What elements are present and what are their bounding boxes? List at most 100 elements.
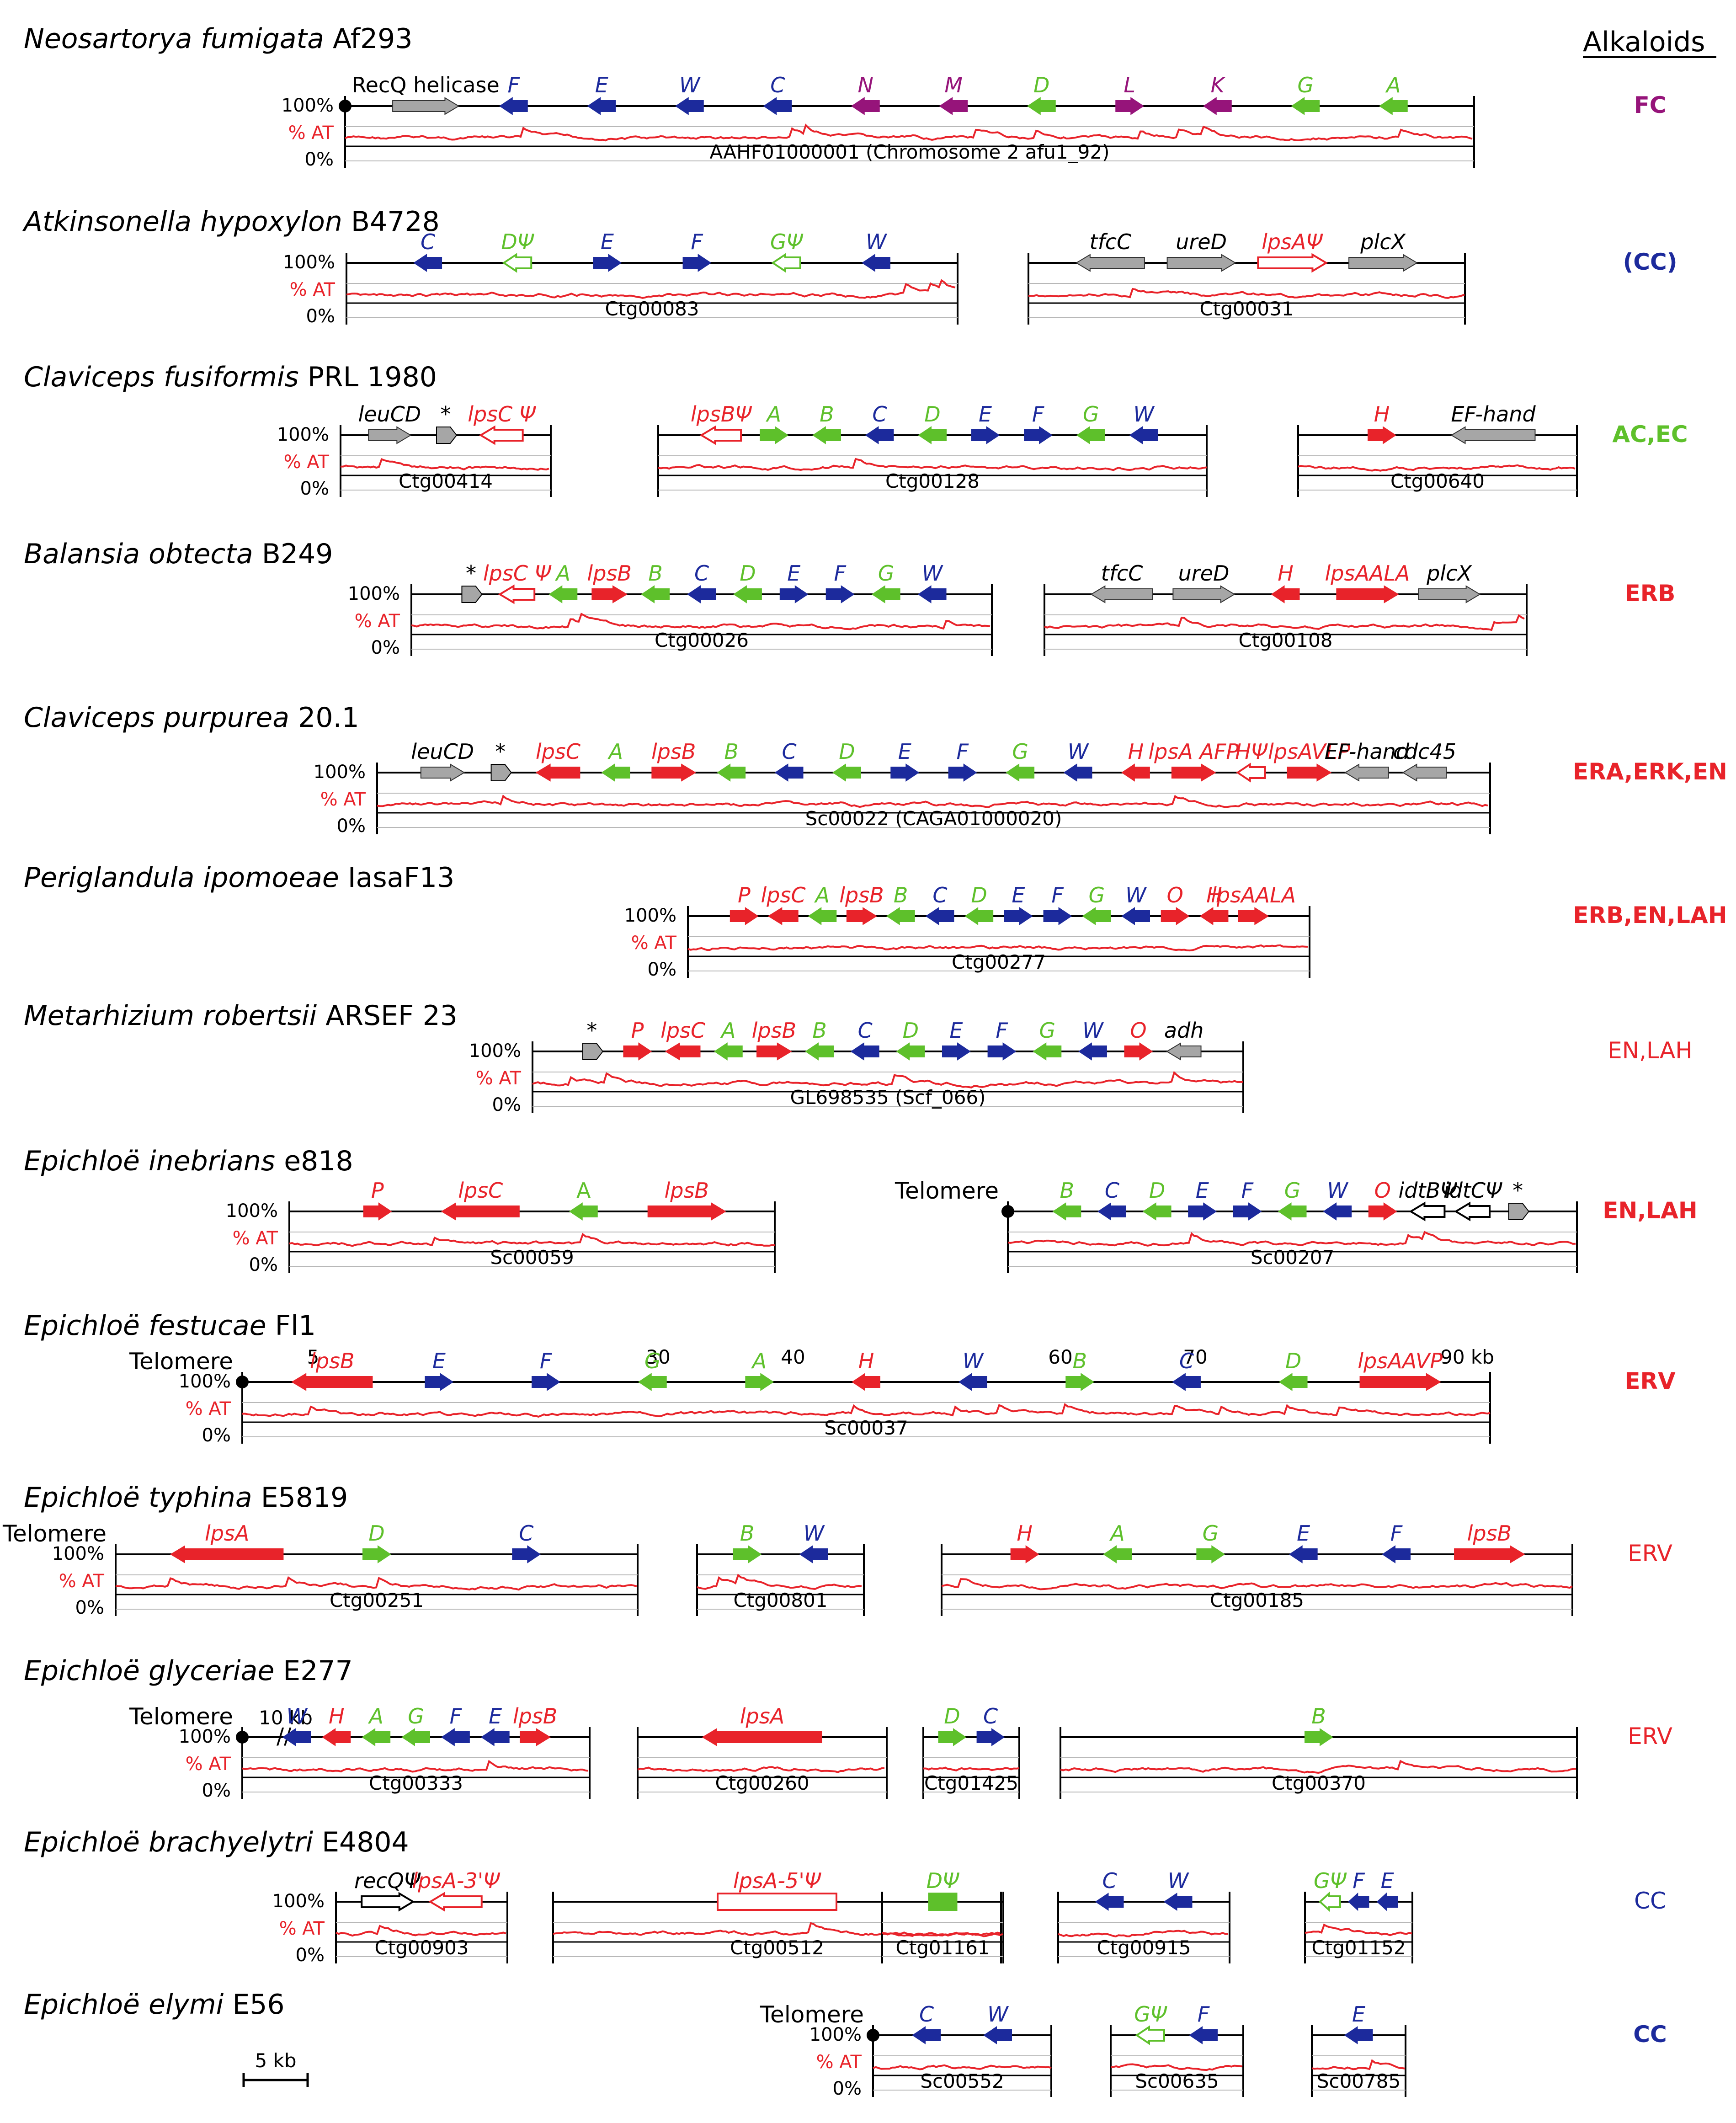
alkaloids-value: (CC) <box>1623 249 1677 275</box>
gene-b: B <box>641 561 670 603</box>
gene-arrow <box>1376 1892 1398 1911</box>
gene-arrow <box>499 97 528 115</box>
gene-arrow <box>918 426 947 444</box>
gene-label: D <box>971 883 987 907</box>
at-trace <box>923 1766 1020 1771</box>
gene-ured: ureD <box>1172 561 1235 603</box>
axis-label-0: 0% <box>75 1597 104 1618</box>
gene-h: H <box>1368 402 1396 444</box>
gene-lpsc: lpsC <box>761 883 806 925</box>
gene-label: F <box>450 1704 462 1728</box>
gene-e: E <box>425 1349 454 1391</box>
gene-label: D <box>1033 73 1049 97</box>
gene-c: C <box>763 73 792 115</box>
contig-name: Ctg00414 <box>399 470 493 492</box>
gene-w: W <box>675 73 704 115</box>
contig-name: Ctg00083 <box>605 298 699 320</box>
gene-arrow <box>702 1728 822 1746</box>
gene-arrow <box>1189 2026 1218 2044</box>
gene-arrow <box>1004 907 1033 925</box>
gene-lpsa-afp: lpsA AFP <box>1148 739 1239 782</box>
gene-lpsc: lpsC Ψ <box>483 561 552 604</box>
axis-label-0: 0% <box>648 959 676 980</box>
species-title: Epichloë brachyelytri E4804 <box>24 1826 409 1858</box>
contig-name: GL698535 (Scf_066) <box>790 1086 985 1109</box>
alkaloids-value: ERB,EN,LAH <box>1573 902 1727 928</box>
gene-arrow <box>1121 907 1150 925</box>
gene-label: W <box>1125 883 1147 907</box>
gene-label: lpsC <box>458 1178 503 1203</box>
gene-arrow <box>714 1042 743 1061</box>
gene-arrow <box>1348 1892 1369 1911</box>
gene-arrow <box>1161 907 1190 925</box>
gene-label: O <box>1167 883 1183 907</box>
gene-arrow <box>428 1892 483 1912</box>
gene-c: C <box>865 402 894 444</box>
gene-f: F <box>987 1018 1017 1061</box>
gene-arrow <box>461 586 483 603</box>
gene-label: E <box>979 402 992 427</box>
gene-arrow <box>896 1042 925 1061</box>
gene-label: E <box>1297 1521 1310 1546</box>
gene-label: B <box>740 1521 755 1546</box>
gene-arrow <box>1097 1202 1126 1221</box>
gene-label: W <box>922 561 943 586</box>
gene-tfcc: tfcC <box>1075 229 1145 272</box>
gene-arrow <box>1271 585 1300 603</box>
gene-arrow <box>1188 1202 1217 1221</box>
at-trace <box>687 944 1308 952</box>
gene-label: E <box>949 1018 963 1043</box>
gene-arrow <box>958 1373 987 1391</box>
gene-arrow <box>948 763 977 782</box>
gene-label: leuCD <box>411 739 474 764</box>
axis-label-100: 100% <box>179 1371 231 1392</box>
axis-label-0: 0% <box>371 637 400 658</box>
gene-label: W <box>287 1704 308 1728</box>
gene-label: F <box>996 1018 1008 1043</box>
gene-arrow <box>862 254 890 272</box>
alkaloids-value: ERV <box>1624 1368 1676 1394</box>
gene-arrow <box>682 254 712 272</box>
axis-label-at: % AT <box>186 1398 231 1419</box>
contig-name: Ctg00903 <box>374 1936 469 1959</box>
gene-arrow <box>1142 1202 1172 1221</box>
gene-arrow <box>846 907 878 925</box>
gene-label: D <box>944 1704 960 1728</box>
gene-w: W <box>917 561 947 603</box>
axis-label-100: 100% <box>272 1891 325 1912</box>
gene-arrow <box>733 1545 762 1563</box>
species-row: Periglandula ipomoeae IasaF13ERB,EN,LAH1… <box>24 862 1727 980</box>
gene-h: H <box>322 1704 351 1746</box>
gene-arrow <box>779 585 809 603</box>
axis-label-0: 0% <box>300 478 329 499</box>
gene-arrow <box>983 2026 1012 2044</box>
gene-o: O <box>1368 1178 1397 1221</box>
gene-label: H <box>1017 1521 1033 1546</box>
gene-c: C <box>1095 1868 1124 1911</box>
gene-label: lpsB <box>310 1349 355 1373</box>
gene-label: EF-hand <box>1451 402 1536 427</box>
gene-label: lpsC Ψ <box>483 561 552 586</box>
species-title: Neosartorya fumigata Af293 <box>24 23 413 55</box>
gene-label: L <box>1124 73 1135 97</box>
gene-label: W <box>987 2002 1009 2027</box>
gene-arrow <box>1450 426 1536 444</box>
gene-arrow <box>1129 426 1158 444</box>
contig-name: Ctg00512 <box>730 1936 824 1959</box>
axis-label-at: % AT <box>631 933 677 954</box>
gene-label: D <box>1285 1349 1301 1373</box>
gene-label: RecQ helicase <box>352 73 500 97</box>
gene-label: F <box>1241 1178 1254 1203</box>
species-name: Claviceps fusiformis <box>24 361 299 393</box>
gene-label: lpsB <box>839 883 884 907</box>
gene-p: P <box>623 1018 652 1061</box>
gene-arrow <box>1196 1545 1225 1563</box>
gene-arrow <box>938 1728 967 1746</box>
gene-label: M <box>944 73 963 97</box>
telomere-label: Telomere <box>760 2001 864 2028</box>
gene-label: C <box>1102 1868 1117 1893</box>
